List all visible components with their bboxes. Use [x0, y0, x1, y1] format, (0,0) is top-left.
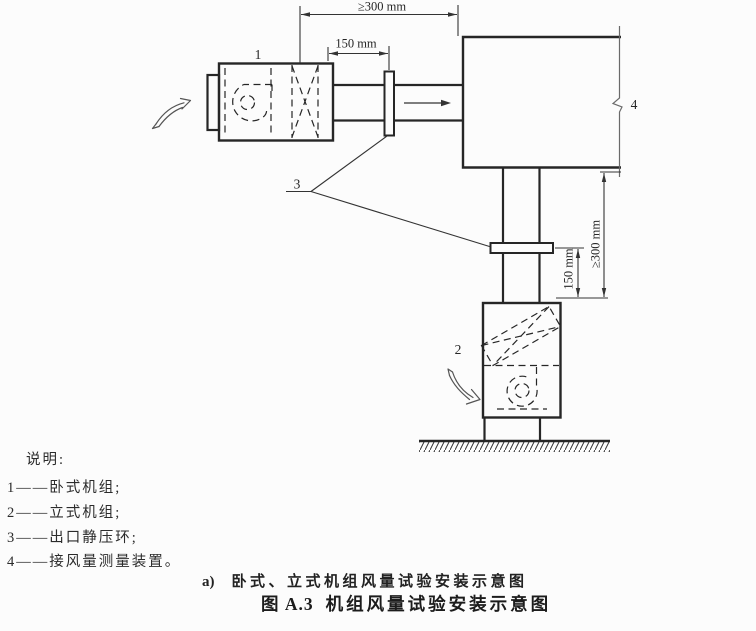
- device-break-line-icon: [611, 26, 623, 177]
- unit1-inlet-arrow-icon: [151, 97, 192, 130]
- part-label-3: 3: [294, 177, 301, 192]
- sub-caption-index: a): [202, 574, 215, 590]
- vertical-outlet-duct: [501, 167, 541, 303]
- dim-arrowhead-icon: [379, 51, 388, 56]
- horizontal-outlet-duct: [333, 83, 463, 122]
- leader-ring-label: [286, 135, 490, 248]
- static-pressure-ring-vertical: [489, 242, 554, 254]
- unit2-support: [483, 417, 542, 441]
- leader-line: [310, 190, 490, 248]
- airflow-arrow-icon: [404, 99, 451, 107]
- leader-line: [310, 135, 388, 192]
- dim-arrowhead-icon: [575, 249, 581, 258]
- unit2-tilted-coil: [480, 305, 562, 367]
- unit1-fan-scroll-icon: [232, 83, 272, 122]
- unit2-internals: [480, 305, 562, 410]
- dim-arrowhead-icon: [329, 51, 338, 56]
- legend-title: 说明:: [26, 452, 66, 468]
- dim-label-vduct-150: 150 mm: [562, 248, 576, 290]
- unit1-fan-hub-icon: [239, 94, 256, 111]
- dim-label-duct-150: 150 mm: [335, 37, 377, 51]
- dim-arrowhead-icon: [575, 288, 581, 297]
- part-label-2: 2: [455, 342, 462, 357]
- part-label-1: 1: [255, 47, 262, 62]
- unit2-coil-frame: [480, 305, 562, 367]
- dimension-top-300: [299, 5, 459, 63]
- ground-hatching: [419, 442, 610, 452]
- part-label-4: 4: [631, 97, 638, 112]
- unit2-fan-hub-icon: [514, 382, 530, 399]
- sub-caption: a) 卧式、立式机组风量试验安装示意图: [202, 570, 528, 591]
- vertical-unit: [480, 301, 562, 419]
- figure-number: 图 A.3: [261, 594, 314, 614]
- unit1-inlet-collar: [206, 73, 221, 132]
- device-box-outline: [461, 35, 621, 169]
- sub-caption-text: 卧式、立式机组风量试验安装示意图: [231, 574, 528, 590]
- horizontal-unit: [206, 62, 335, 142]
- legend-item-3: 3——出口静压环;: [7, 530, 138, 546]
- dimension-vduct-150: [555, 247, 608, 299]
- legend-item-2: 2——立式机组;: [7, 505, 122, 521]
- unit1-internals: [224, 65, 319, 138]
- dim-arrowhead-icon: [301, 12, 310, 17]
- unit2-coil-diagonal: [492, 306, 550, 366]
- dim-arrowhead-icon: [448, 12, 457, 17]
- legend-item-4: 4——接风量测量装置。: [7, 554, 182, 570]
- unit2-fan-scroll-icon: [506, 367, 538, 407]
- unit2-inlet-arrow-icon: [447, 368, 481, 405]
- dim-label-right-300: ≥300 mm: [589, 220, 603, 268]
- dim-label-top-300: ≥300 mm: [358, 0, 406, 14]
- legend-item-1: 1——卧式机组;: [7, 480, 122, 496]
- dimension-right-300: [600, 171, 621, 297]
- dim-arrowhead-icon: [601, 288, 607, 297]
- ground: [419, 439, 610, 452]
- dimension-duct-150: [327, 46, 390, 70]
- unit1-casing: [217, 62, 335, 142]
- figure-title-text: 机组风量试验安装示意图: [325, 594, 552, 614]
- unit1-coil-diagonal: [291, 65, 319, 138]
- airflow-measuring-device: [461, 26, 623, 177]
- static-pressure-ring-horizontal: [383, 70, 395, 137]
- figure-title: 图 A.3 机组风量试验安装示意图: [261, 591, 551, 616]
- dim-arrowhead-icon: [601, 173, 607, 182]
- unit2-casing: [481, 301, 562, 419]
